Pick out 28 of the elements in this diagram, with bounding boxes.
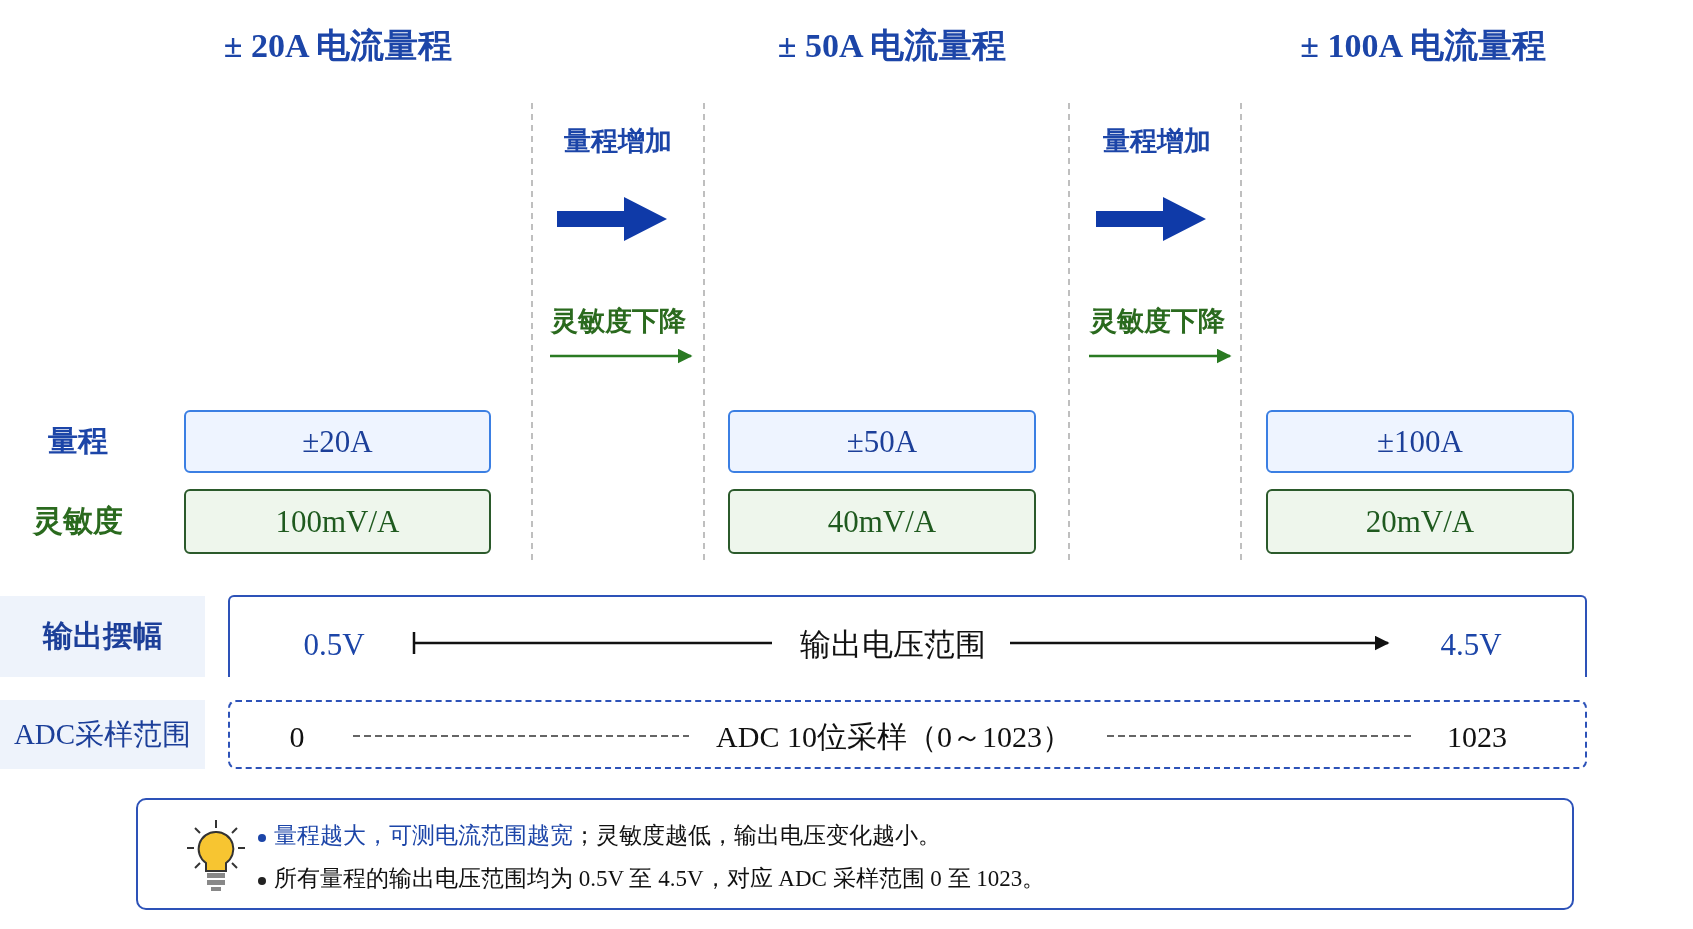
adc-range-band — [228, 700, 1587, 769]
annotation-text: 量程增加 — [1103, 125, 1211, 158]
annotation-text: 灵敏度下降 — [550, 305, 686, 338]
range-box — [184, 410, 491, 473]
range-box — [1266, 410, 1574, 473]
annotation-text: 量程增加 — [564, 125, 672, 158]
sensitivity-box — [1266, 489, 1574, 554]
note-text: 量程越大，可测电流范围越宽；灵敏度越低，输出电压变化越小。 — [274, 822, 941, 850]
column-heading: ± 20A 电流量程 — [223, 26, 453, 66]
note-panel — [136, 798, 1574, 910]
sensitivity-box — [184, 489, 491, 554]
row-label: 灵敏度 — [33, 502, 123, 539]
output-range-band — [228, 595, 1587, 677]
note-text: 所有量程的输出电压范围均为 0.5V 至 4.5V，对应 ADC 采样范围 0 至 1023。 — [274, 865, 1046, 893]
box-text: 40mV/A — [827, 503, 937, 540]
column-heading: ± 100A 电流量程 — [1300, 26, 1546, 66]
range-box — [728, 410, 1036, 473]
box-text: 20mV/A — [1365, 503, 1475, 540]
column-heading: ± 50A 电流量程 — [777, 26, 1007, 66]
box-text: 输出摆幅 — [42, 618, 163, 654]
box-text: 100mV/A — [275, 503, 400, 540]
box-text: ±50A — [846, 423, 918, 460]
box-text: ±20A — [302, 423, 373, 460]
sensitivity-box — [728, 489, 1036, 554]
row-label: 量程 — [48, 422, 108, 459]
annotation-text: 灵敏度下降 — [1089, 305, 1225, 338]
box-text: ADC采样范围 — [13, 716, 192, 752]
box-text: ±100A — [1377, 423, 1463, 460]
